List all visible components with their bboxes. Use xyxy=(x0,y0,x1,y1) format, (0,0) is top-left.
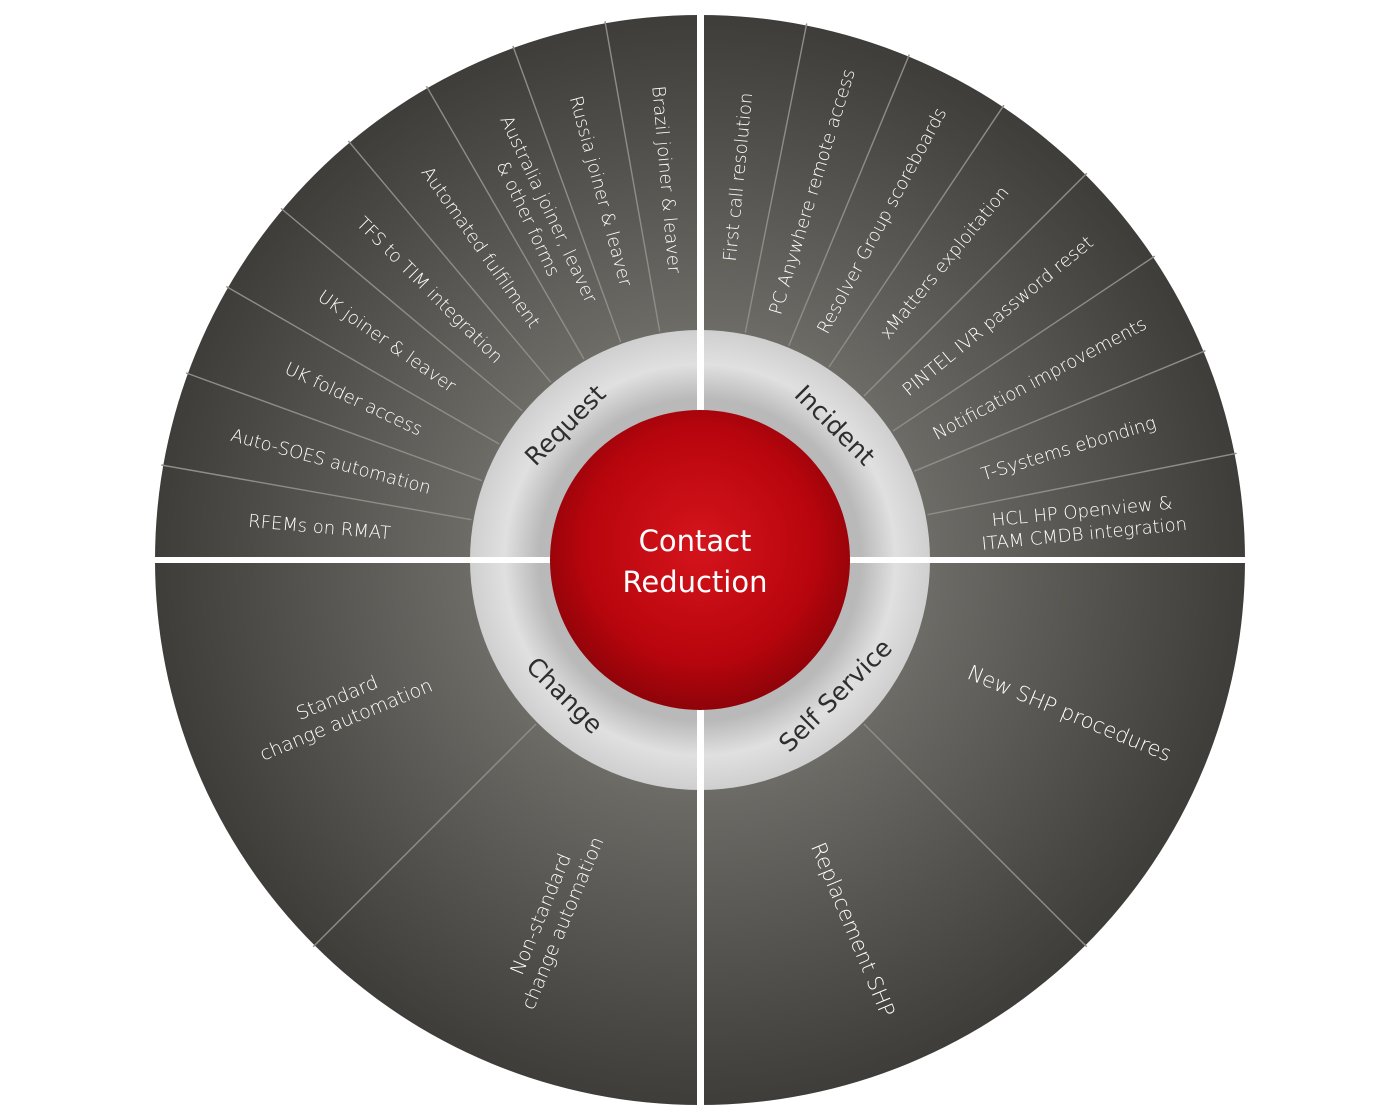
incident-divider-3 xyxy=(828,104,1005,368)
incident-divider-4 xyxy=(863,172,1088,397)
request-divider-7 xyxy=(512,45,622,343)
request-divider-6 xyxy=(425,85,585,360)
center-title-line-1: Contact xyxy=(639,524,752,558)
incident-divider-2 xyxy=(788,54,910,346)
incident-divider-1 xyxy=(744,23,808,333)
request-divider-5 xyxy=(347,140,552,383)
request-divider-2 xyxy=(185,372,483,482)
incident-divider-6 xyxy=(914,350,1206,472)
request-divider-4 xyxy=(280,207,523,412)
incident-divider-7 xyxy=(927,452,1237,516)
center-circle xyxy=(550,410,850,710)
request-divider-8 xyxy=(604,21,661,332)
center-title-line-2: Reduction xyxy=(623,565,768,599)
request-divider-1 xyxy=(161,464,472,521)
self-service-divider-1 xyxy=(863,723,1088,948)
segment-dividers xyxy=(161,21,1237,948)
incident-divider-5 xyxy=(892,255,1156,432)
request-divider-3 xyxy=(225,285,500,445)
change-divider-1 xyxy=(312,723,537,948)
